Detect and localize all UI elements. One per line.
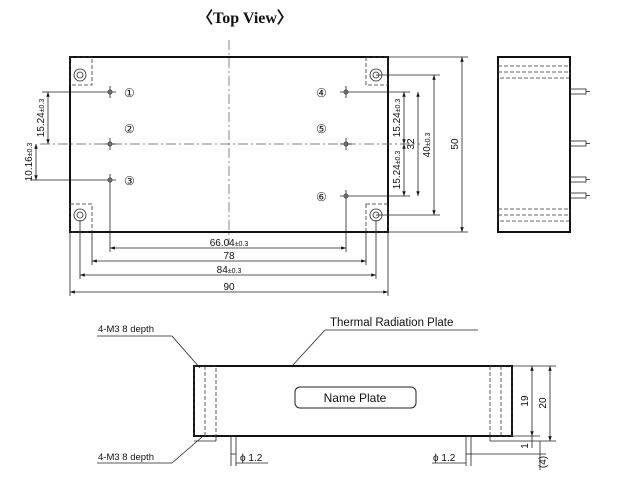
height-40-tol: ±0.3	[425, 133, 432, 147]
left-dimensions: 15.24±0.3 10.16±0.3	[24, 91, 104, 182]
right-pitch-upper-value: 15.24	[392, 112, 403, 137]
width-90-label: 90	[223, 282, 235, 293]
width-84-tol: ±0.3	[228, 268, 242, 275]
screw-note-bottom: 4-M3 8 depth	[98, 452, 154, 463]
pitch-15-24-tol: ±0.3	[39, 99, 46, 113]
width-78-label: 78	[223, 251, 235, 262]
height-50-label: 50	[450, 138, 461, 150]
right-pitch-lower-value: 15.24	[392, 164, 403, 189]
name-plate-box	[294, 386, 417, 409]
right-dimensions: 15.24±0.3 15.24±0.3 32 40±0.3 50	[352, 56, 468, 233]
mount-hole-bottom-right	[365, 203, 389, 233]
pitch-10-16-tol: ±0.3	[27, 143, 34, 157]
pin-diameter-right: ϕ 1.2	[433, 453, 456, 464]
svg-text:15.24±0.3: 15.24±0.3	[392, 151, 403, 190]
height-40-value: 40	[422, 146, 433, 158]
svg-text:10.16±0.3: 10.16±0.3	[24, 143, 35, 182]
pin-diameter-left: ϕ 1.2	[240, 453, 263, 464]
top-view: ① ② ③ ④ ⑤ ⑥	[40, 40, 420, 245]
name-plate-label: Name Plate	[324, 391, 387, 405]
svg-text:15.24±0.3: 15.24±0.3	[392, 99, 403, 138]
svg-text:40±0.3: 40±0.3	[422, 133, 433, 158]
svg-text:15.24±0.3: 15.24±0.3	[36, 99, 47, 138]
mount-hole-top-left	[69, 56, 93, 86]
pin-length-4: (4)	[538, 456, 549, 468]
width-66-tol: ±0.3	[235, 241, 249, 248]
mount-hole-bottom-left	[69, 203, 93, 233]
pin-3-label: ③	[124, 174, 135, 188]
pitch-15-24-value: 15.24	[36, 112, 47, 137]
pin-4-label: ④	[316, 86, 327, 100]
pin-positions	[104, 86, 352, 202]
right-pitch-upper-tol: ±0.3	[395, 99, 402, 113]
right-pitch-lower-tol: ±0.3	[395, 151, 402, 165]
bottom-dimensions: 66.04±0.3 78 84±0.3 90	[69, 186, 389, 296]
thermal-plate-label: Thermal Radiation Plate	[330, 317, 453, 329]
side-pins	[569, 88, 590, 199]
side-end-view	[497, 56, 590, 233]
width-66-value: 66.04	[210, 238, 235, 249]
svg-text:66.04±0.3: 66.04±0.3	[210, 238, 249, 249]
screw-note-top: 4-M3 8 depth	[98, 324, 154, 335]
width-84-value: 84	[217, 265, 229, 276]
mount-hole-top-right	[365, 56, 389, 86]
pin-5-label: ⑤	[316, 122, 327, 136]
front-view-annotations: 4-M3 8 depth Thermal Radiation Plate 4-M…	[97, 317, 478, 466]
svg-text:84±0.3: 84±0.3	[217, 265, 242, 276]
side-gap-1: 1	[520, 443, 531, 449]
top-view-title: 〈Top View〉	[197, 9, 293, 27]
side-height-20: 20	[538, 397, 549, 409]
side-height-19: 19	[520, 395, 531, 407]
pin-1-label: ①	[124, 86, 135, 100]
pin-6-label: ⑥	[316, 190, 327, 204]
front-view-dimensions: 19 20 1 (4)	[471, 365, 556, 470]
front-view: Name Plate	[193, 365, 513, 455]
height-32-label: 32	[406, 138, 417, 150]
pitch-10-16-value: 10.16	[24, 156, 35, 181]
pin-2-label: ②	[124, 122, 135, 136]
